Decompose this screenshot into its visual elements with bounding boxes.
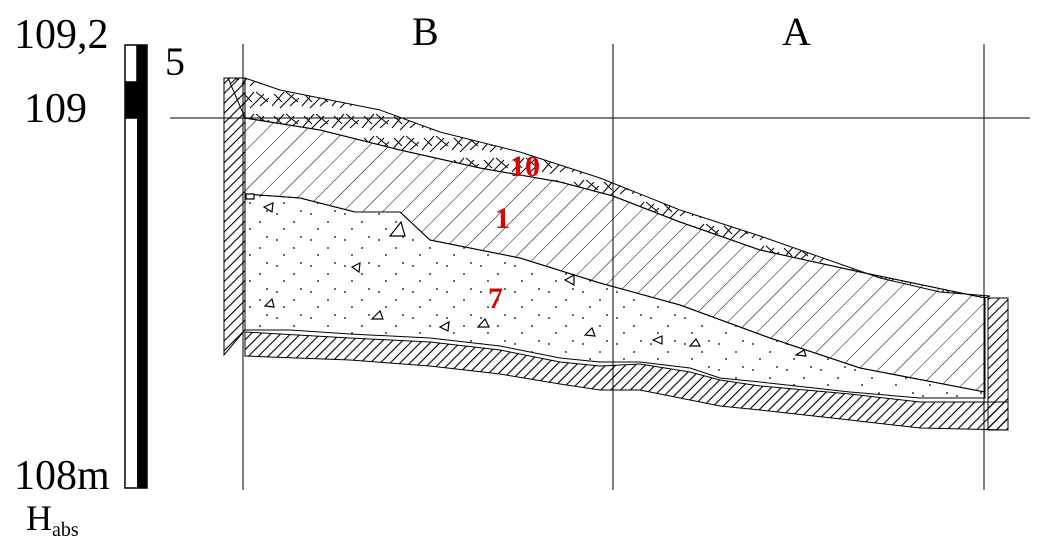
axis-label: Habs	[26, 500, 79, 540]
layer-number-10: 10	[510, 150, 540, 183]
layer-10-area	[227, 77, 991, 299]
layer-number-7: 7	[488, 282, 503, 315]
base-hatched-strip	[244, 331, 1009, 431]
axis-label-sub: abs	[52, 519, 79, 541]
elevation-scale-bar	[124, 44, 148, 489]
scale-top-label: 109,2	[14, 12, 109, 58]
grid-column-label-a: A	[782, 9, 811, 54]
layer-number-1: 1	[495, 202, 510, 235]
scale-mid-label: 109	[24, 86, 87, 132]
level-marker-label: 5	[165, 39, 185, 84]
axis-label-main: H	[26, 498, 52, 538]
grid-column-label-b: B	[412, 9, 439, 54]
left-wall	[223, 77, 246, 357]
scale-bottom-label: 108m	[14, 453, 110, 499]
gravel-markers	[245, 193, 807, 357]
